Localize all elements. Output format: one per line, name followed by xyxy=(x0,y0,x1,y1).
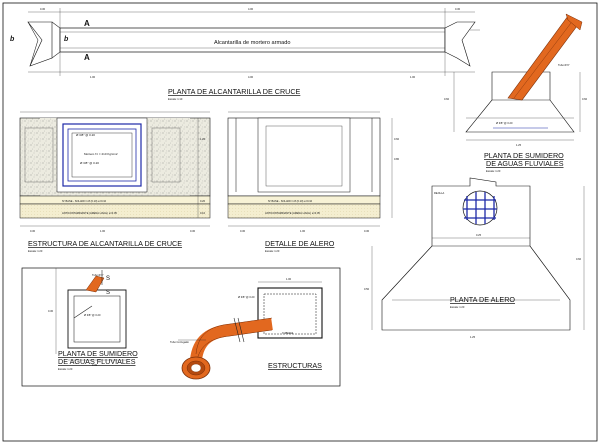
wing-detail-title: DETALLE DE ALERO xyxy=(265,239,335,248)
dim-label: 1.25 xyxy=(470,335,476,339)
dim-label: 1.20 xyxy=(200,137,206,141)
dim-label: 1.00 xyxy=(300,229,306,233)
dim-label: 0.25 xyxy=(476,233,482,237)
structures-detail xyxy=(178,281,323,380)
dim-label: 0.30 xyxy=(92,363,98,367)
pipe-label-2: Tubo Ø 6" xyxy=(92,273,104,277)
dim-label: 0.30 xyxy=(455,7,461,11)
wing-plan xyxy=(371,177,585,331)
bottom-frame xyxy=(21,267,341,387)
dim-label: 1.00 xyxy=(410,75,416,79)
dim-label: 1.25 xyxy=(516,143,522,147)
structures-title: ESTRUCTURAS xyxy=(268,361,322,370)
wing-detail xyxy=(227,111,393,227)
dim-label: 0.30 xyxy=(40,7,46,11)
sump-bottom-title-2: DE AGUAS FLUVIALES xyxy=(58,357,136,366)
structure-title: ESTRUCTURA DE ALCANTARILLA DE CRUCE xyxy=(28,239,182,248)
plan-culvert-title: PLANTA DE ALCANTARILLA DE CRUCE xyxy=(168,87,301,96)
dim-label: 0.10 xyxy=(200,211,206,215)
mortar-note: Mortero f'c = 210 Kg/cm2 xyxy=(84,152,118,156)
sump-top-title-2: DE AGUAS FLUVIALES xyxy=(486,159,564,168)
dim-label: 0.30 xyxy=(30,229,36,233)
hdpe-label: Tubo Corrugado xyxy=(170,340,189,344)
dim-label: 0.60 xyxy=(394,137,400,141)
dim-label: 0.30 xyxy=(240,229,246,233)
rebar-note-2: Ø 3/8" @ 0.20 xyxy=(80,161,99,165)
pipe-tag: TUBERIA xyxy=(282,331,294,335)
dim-label: 0.30 xyxy=(364,229,370,233)
plan-culvert-scale: Escala: 1:10 xyxy=(168,97,183,101)
sump-top-right xyxy=(453,13,583,141)
sump-top-scale: Escala: 1:20 xyxy=(486,169,501,173)
dim-label: 0.20 xyxy=(200,199,206,203)
dim-label: 0.80 xyxy=(394,157,400,161)
dim-label: 1.00 xyxy=(90,75,96,79)
sump-bottom-title-1: PLANTA DE SUMIDERO xyxy=(58,349,138,358)
grate-circle xyxy=(462,190,498,226)
anti-layer-note: ANTICONTAMINANTE (ARENA LAVAL) e=0.05 xyxy=(62,211,117,215)
base-layer-note-2: Nº BASE - SOLADO 1:8 (0.10) e=0.10 xyxy=(268,199,313,203)
dim-label: 0.60 xyxy=(576,257,582,261)
wing-plan-title: PLANTA DE ALERO xyxy=(450,295,515,304)
section-s-marker: S xyxy=(106,276,110,282)
dim-label: 0.30 xyxy=(190,229,196,233)
section-a-marker-2: A xyxy=(84,53,90,62)
rebar-note: Ø 3/8" @ 0.20 xyxy=(76,133,95,137)
dim-label: 1.00 xyxy=(286,277,292,281)
base-layer-note: Nº BASE - SOLADO 1:8 (0.10) e=0.10 xyxy=(62,199,107,203)
dim-label: 0.30 xyxy=(48,309,54,313)
wing-detail-scale: Escala: 1:20 xyxy=(265,249,280,253)
rebar-note-5: Ø 3/8" @ 0.20 xyxy=(238,295,255,299)
rebar-note-4: Ø 3/8" @ 0.20 xyxy=(84,313,101,317)
culvert-plan xyxy=(27,8,480,76)
section-b-marker: b xyxy=(10,36,15,43)
sump-bottom-scale: Escala: 1:20 xyxy=(58,367,73,371)
section-b-marker-2: b xyxy=(64,36,69,43)
grate-label: REJILLA xyxy=(434,191,445,195)
rebar-note-3: Ø 3/8" @ 0.20 xyxy=(496,121,513,125)
pipe-label: Tubo Ø 6" xyxy=(558,63,570,67)
dim-label: 4.00 xyxy=(248,7,254,11)
section-a-marker: A xyxy=(84,19,90,28)
culvert-label: Alcantarilla de mortero armado xyxy=(214,40,290,46)
sump-top-title-1: PLANTA DE SUMIDERO xyxy=(484,151,564,160)
dim-label: 4.00 xyxy=(248,75,254,79)
dim-label: 1.00 xyxy=(100,229,106,233)
sump-bottom xyxy=(55,268,127,361)
dim-label: 0.60 xyxy=(582,97,588,101)
anti-layer-note-2: ANTICONTAMINANTE (ARENA LAVAL) e=0.05 xyxy=(265,211,320,215)
grate-bars xyxy=(463,192,497,224)
structure-scale: Escala: 1:20 xyxy=(28,249,43,253)
dim-label: 0.60 xyxy=(444,97,450,101)
dim-label: 0.50 xyxy=(364,287,370,291)
culvert-cross-section xyxy=(19,111,211,227)
section-s-marker-2: S xyxy=(106,290,110,296)
wing-plan-scale: Escala: 1:20 xyxy=(450,305,465,309)
